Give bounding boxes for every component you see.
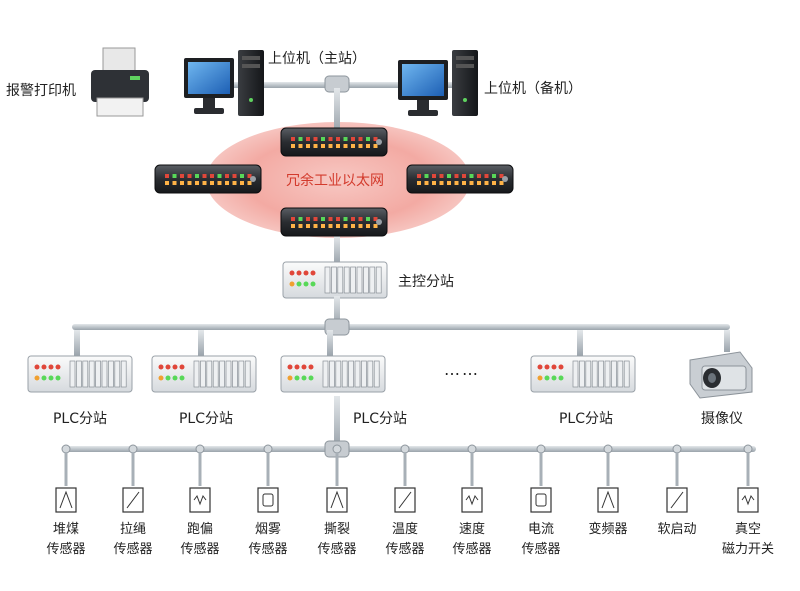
plc-station-device <box>151 355 257 393</box>
sensor-name: 跑偏 <box>186 522 213 537</box>
sensor-icon <box>122 444 144 513</box>
printer-label: 报警打印机 <box>6 83 76 99</box>
plc-station-label: PLC分站 <box>558 411 614 427</box>
sensor-label: 堆煤传感器 <box>31 520 101 560</box>
ellipsis: …… <box>444 360 480 379</box>
sensor-name: 堆煤 <box>52 522 79 537</box>
host-backup-label: 上位机（备机） <box>484 81 582 97</box>
master-station-label: 主控分站 <box>398 274 454 290</box>
sensor-label: 真空磁力开关 <box>713 520 783 560</box>
ethernet-ring <box>206 122 470 238</box>
ethernet-switch-icon <box>406 164 514 194</box>
sensor-icon <box>257 444 279 513</box>
host-backup-computer-icon <box>398 50 478 116</box>
sensor-type: 磁力开关 <box>721 542 774 557</box>
sensor-label: 撕裂传感器 <box>302 520 372 560</box>
sensor-label: 温度传感器 <box>370 520 440 560</box>
printer-icon <box>91 47 149 117</box>
sensor-icon <box>189 444 211 513</box>
ethernet-switch-icon <box>154 164 262 194</box>
sensor-icon <box>666 444 688 513</box>
sensor-label: 跑偏传感器 <box>165 520 235 560</box>
sensor-type: 传感器 <box>317 542 357 557</box>
camera-icon <box>689 330 753 399</box>
ethernet-switch-icon <box>280 127 388 157</box>
sensor-type: 传感器 <box>46 542 86 557</box>
sensor-type: 传感器 <box>385 542 425 557</box>
sensor-name: 电流 <box>527 522 554 537</box>
sensor-name: 速度 <box>458 522 485 537</box>
sensor-name: 撕裂 <box>323 522 350 537</box>
ethernet-switches <box>154 127 514 237</box>
sensor-type: 传感器 <box>452 542 492 557</box>
sensor-name: 温度 <box>391 522 418 537</box>
sensor-label: 速度传感器 <box>437 520 507 560</box>
host-bus <box>213 75 458 132</box>
sensor-type: 传感器 <box>180 542 220 557</box>
master-station-device <box>282 261 388 299</box>
sensor-label: 烟雾传感器 <box>233 520 303 560</box>
sensor-label: 拉绳传感器 <box>98 520 168 560</box>
camera-label: 摄像仪 <box>701 411 743 427</box>
sensor-name: 烟雾 <box>254 522 281 537</box>
sensor-icon <box>530 444 552 513</box>
plc-station-label: PLC分站 <box>178 411 234 427</box>
ethernet-ring-label: 冗余工业以太网 <box>286 173 384 189</box>
sensor-name: 真空 <box>734 522 761 537</box>
sensor-label: 变频器 <box>573 520 643 540</box>
sensor-icon <box>326 444 348 513</box>
sensor-label: 电流传感器 <box>506 520 576 560</box>
ethernet-switch-icon <box>280 207 388 237</box>
host-main-computer-icon <box>184 50 264 116</box>
sensor-icon <box>55 444 77 513</box>
host-main-label: 上位机（主站） <box>268 51 366 67</box>
plc-bus <box>72 296 730 336</box>
sensor-type: 传感器 <box>521 542 561 557</box>
master-station-device <box>282 261 388 299</box>
sensor-label: 软启动 <box>642 520 712 540</box>
plc-station-label: PLC分站 <box>52 411 108 427</box>
sensor-name: 软启动 <box>657 522 697 537</box>
sensor-icons <box>55 444 759 513</box>
sensor-type: 传感器 <box>113 542 153 557</box>
plc-station-devices <box>27 330 636 393</box>
plc-station-device <box>27 355 133 393</box>
plc-station-device <box>280 355 386 393</box>
ring-to-master-link <box>334 236 340 264</box>
sensor-icon <box>461 444 483 513</box>
plc-station-label: PLC分站 <box>352 411 408 427</box>
plc-station-device <box>530 355 636 393</box>
sensor-type: 传感器 <box>248 542 288 557</box>
sensor-name: 变频器 <box>588 522 628 537</box>
sensor-icon <box>737 444 759 513</box>
sensor-name: 拉绳 <box>119 522 146 537</box>
sensor-icon <box>597 444 619 513</box>
sensor-icon <box>394 444 416 513</box>
